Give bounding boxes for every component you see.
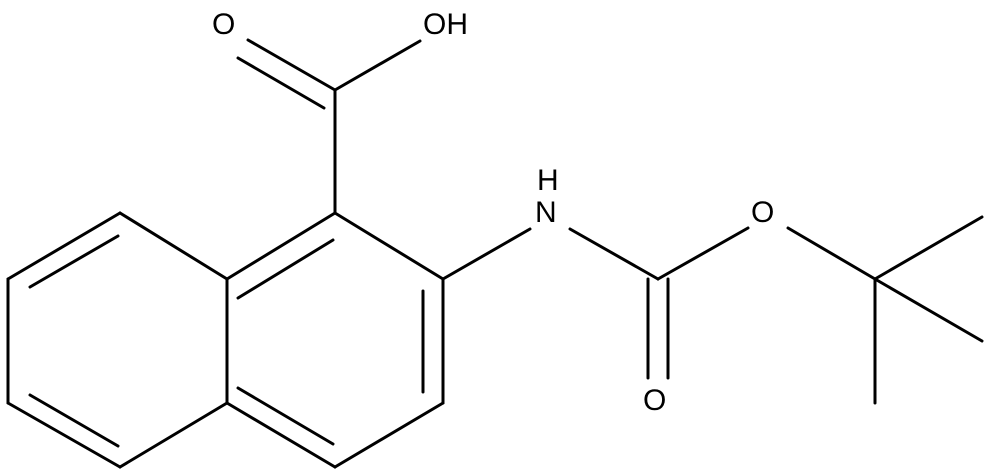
- atom-ester-oxygen: O: [751, 196, 774, 229]
- bond-ring-a-1: [6, 211, 122, 281]
- atom-amine-nitrogen: N: [535, 196, 557, 229]
- bond-ring-b-1: [225, 211, 337, 281]
- bond-nitrogen-carbonyl: [568, 227, 660, 281]
- bond-tbutyl-methyl-top: [873, 215, 984, 281]
- bond-ring-b-5-inner: [236, 386, 335, 446]
- bond-tbutyl-methyl-right: [873, 277, 984, 343]
- bond-carbonyl-ester-o: [656, 226, 750, 281]
- bond-ring-a-6: [118, 211, 229, 281]
- bond-ring-a-4: [118, 401, 229, 469]
- atom-carbamate-oxygen: O: [643, 384, 666, 417]
- bond-ester-o-tbutyl: [786, 226, 877, 281]
- bond-carboxyl-o-double-2: [236, 56, 326, 110]
- bond-ring-a-1-inner: [28, 234, 120, 289]
- atom-amine-hydrogen: H: [537, 164, 559, 197]
- bond-carboxyl-o-double-1: [246, 38, 337, 92]
- bond-ring-b-5: [225, 401, 337, 469]
- bond-ring-a-3-inner: [28, 393, 120, 448]
- bond-ring-a-3: [6, 401, 122, 469]
- bond-carboxyl-oh: [333, 39, 422, 92]
- bond-ring-b-4: [333, 401, 445, 469]
- atom-carbonyl-oxygen: O: [212, 8, 235, 41]
- atom-hydroxyl: OH: [423, 8, 468, 41]
- bond-ring-b-1-inner: [236, 238, 335, 300]
- bond-ring-b-2: [333, 211, 445, 281]
- bond-c2-nitrogen: [441, 227, 532, 281]
